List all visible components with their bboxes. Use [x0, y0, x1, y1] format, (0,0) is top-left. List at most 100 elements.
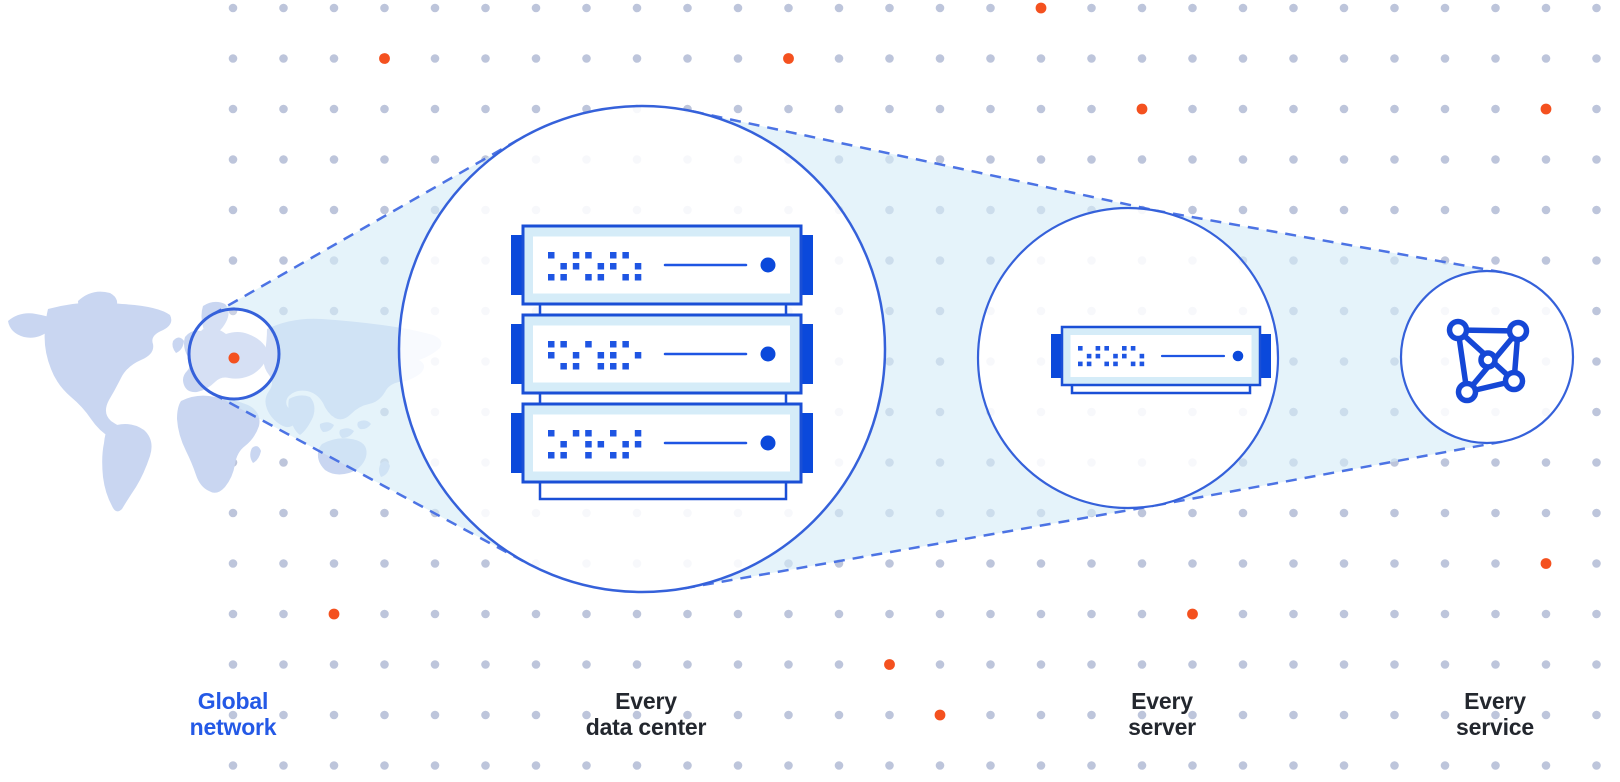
grid-dot [1036, 559, 1046, 568]
grid-dot [834, 54, 844, 63]
grid-dot [329, 205, 339, 215]
grid-dot [481, 104, 490, 114]
grid-dot [733, 710, 743, 720]
grid-dot [784, 3, 793, 13]
grid-dot [1592, 761, 1601, 770]
grid-dot [1036, 54, 1046, 63]
grid-dot [380, 3, 389, 13]
grid-dot [531, 761, 541, 770]
grid-dot [1592, 710, 1601, 720]
grid-dot [1541, 761, 1551, 770]
grid-dot [1339, 104, 1349, 114]
grid-dot [1188, 54, 1197, 63]
label-line: data center [585, 714, 707, 740]
grid-dot [1541, 609, 1551, 619]
grid-dot [1390, 559, 1399, 568]
grid-dot [1188, 710, 1197, 720]
grid-dot [834, 104, 844, 114]
grid-dot [279, 54, 288, 63]
grid-dot [1188, 205, 1197, 215]
grid-dot [1036, 761, 1046, 770]
grid-dot [1390, 155, 1399, 164]
grid-dot [1087, 3, 1096, 13]
grid-dot [1036, 660, 1046, 669]
grid-dot [1238, 104, 1248, 114]
label-line: network [189, 714, 277, 740]
grid-dot [834, 609, 844, 619]
grid-dot [683, 3, 692, 13]
grid-dot [1289, 104, 1298, 114]
grid-dot [228, 3, 238, 13]
grid-dot [1289, 54, 1298, 63]
grid-dot [1491, 256, 1500, 265]
grid-dot [1592, 609, 1601, 619]
label-line: Every [1464, 688, 1526, 714]
grid-dot [329, 155, 339, 164]
grid-dot [1238, 660, 1248, 669]
grid-dot [1491, 54, 1500, 63]
grid-dot [430, 54, 440, 63]
grid-dot [683, 54, 692, 63]
grid-dot [1491, 508, 1500, 518]
grid-dot [834, 761, 844, 770]
accent-dot [1035, 2, 1047, 14]
grid-dot [1289, 609, 1298, 619]
grid-dot [986, 710, 995, 720]
grid-dot [1440, 155, 1450, 164]
grid-dot [329, 508, 339, 518]
grid-dot [481, 3, 490, 13]
grid-dot [279, 3, 288, 13]
grid-dot [380, 660, 389, 669]
grid-dot [683, 660, 692, 669]
grid-dot [733, 3, 743, 13]
grid-dot [1440, 54, 1450, 63]
grid-dot [935, 104, 945, 114]
grid-dot [228, 155, 238, 164]
grid-dot [279, 559, 288, 568]
grid-dot [380, 710, 389, 720]
grid-dot [582, 761, 591, 770]
grid-dot [279, 761, 288, 770]
grid-dot [380, 559, 389, 568]
grid-dot [1541, 155, 1551, 164]
grid-dot [1238, 559, 1248, 568]
grid-dot [1440, 559, 1450, 568]
grid-dot [935, 559, 945, 568]
grid-dot [1339, 660, 1349, 669]
grid-dot [1238, 54, 1248, 63]
grid-dot [885, 54, 894, 63]
grid-dot [1390, 3, 1399, 13]
grid-dot [531, 710, 541, 720]
grid-dot [430, 155, 440, 164]
accent-dot [379, 53, 390, 64]
label-every-data-center: Every data center [586, 688, 707, 740]
label-line: Every [1131, 688, 1193, 714]
grid-dot [380, 104, 389, 114]
grid-dot [1592, 357, 1601, 366]
label-line: Global [197, 688, 269, 714]
grid-dot [1238, 3, 1248, 13]
grid-dot [1541, 205, 1551, 215]
grid-dot [1440, 609, 1450, 619]
accent-dot [328, 608, 340, 620]
grid-dot [1541, 710, 1551, 720]
grid-dot [228, 104, 238, 114]
grid-dot [228, 559, 238, 568]
grid-dot [1289, 205, 1298, 215]
grid-dot [1440, 458, 1450, 467]
grid-dot [1339, 205, 1349, 215]
grid-dot [1390, 609, 1399, 619]
grid-dot [228, 761, 238, 770]
grid-dot [531, 54, 541, 63]
grid-dot [784, 710, 793, 720]
grid-dot [885, 559, 894, 568]
grid-dot [1289, 710, 1298, 720]
grid-dot [582, 3, 591, 13]
grid-dot [1188, 104, 1197, 114]
server-icon [1051, 325, 1271, 395]
server-unit [511, 402, 813, 501]
grid-dot [1188, 660, 1197, 669]
grid-dot [1238, 710, 1248, 720]
accent-dot [1540, 558, 1552, 569]
grid-dot [986, 54, 995, 63]
